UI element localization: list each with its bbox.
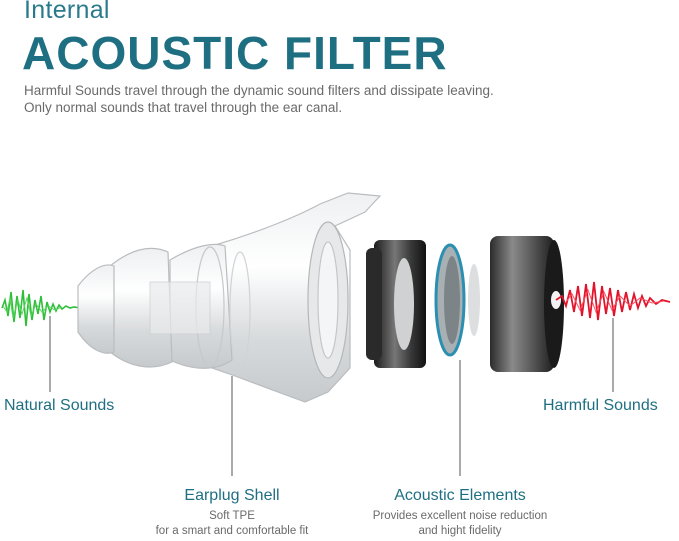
acoustic-elements-note-1: Provides excellent noise reduction <box>372 510 548 522</box>
natural-sound-wave <box>1 289 81 327</box>
description-line-2: Only normal sounds that travel through t… <box>24 100 343 115</box>
harmful-sound-wave <box>555 281 671 321</box>
earplug-shell-label: Earplug Shell <box>184 487 280 504</box>
acoustic-filter-disc <box>434 243 466 357</box>
acoustic-ring-element <box>366 240 426 368</box>
description-line-1: Harmful Sounds travel through the dynami… <box>24 83 494 98</box>
earplug-shell <box>77 192 382 403</box>
acoustic-cylinder-element <box>490 236 564 372</box>
page-title: ACOUSTIC FILTER <box>22 27 448 79</box>
earplug-shell-note-2: for a smart and comfortable fit <box>155 525 309 537</box>
earplug-shell-note-1: Soft TPE <box>209 510 255 522</box>
acoustic-membrane <box>468 264 480 336</box>
acoustic-elements-label: Acoustic Elements <box>394 487 526 504</box>
harmful-sounds-label: Harmful Sounds <box>543 397 658 414</box>
acoustic-elements-note-2: and hight fidelity <box>418 525 502 537</box>
leader-lines <box>49 316 614 476</box>
header-subtitle: Internal <box>24 0 110 24</box>
natural-sounds-label: Natural Sounds <box>4 397 115 414</box>
